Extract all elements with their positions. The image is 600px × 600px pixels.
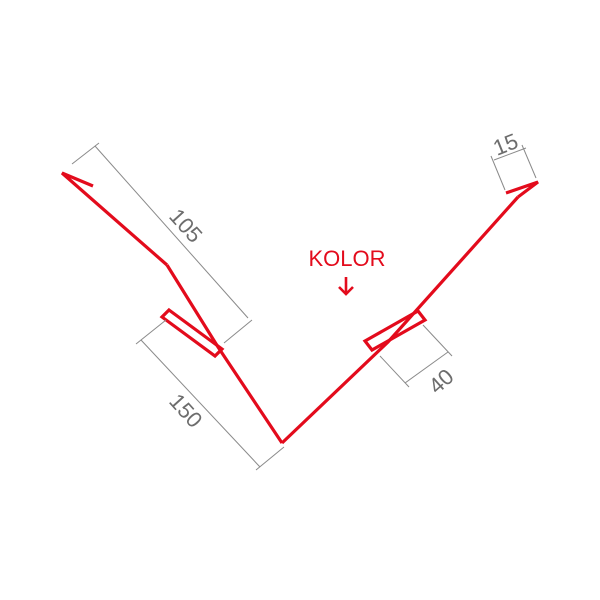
- dim-40-line: [404, 351, 449, 384]
- dim-40-label: 40: [424, 364, 459, 399]
- dim-105-ext-top: [71, 142, 100, 165]
- dim-15-line: [493, 147, 527, 161]
- left-hem: [60, 171, 169, 267]
- arrow-down-icon: [338, 277, 354, 296]
- dim-150-label: 150: [164, 389, 207, 433]
- dim-105-line: [94, 145, 249, 319]
- dim-40-ext-right: [422, 324, 453, 357]
- dim-15-label: 15: [490, 128, 522, 160]
- color-side-indicator: KOLOR: [308, 246, 386, 296]
- dim-150-ext-bottom: [255, 446, 285, 471]
- dim-15-ext-right: [521, 144, 537, 179]
- dimension-lines: [71, 142, 537, 471]
- dim-105-label: 105: [164, 204, 207, 248]
- color-side-label: KOLOR: [308, 246, 385, 271]
- dim-105-ext-bottom: [223, 319, 253, 344]
- right-fold-flap: [362, 308, 428, 353]
- dim-150-ext-top: [135, 319, 167, 345]
- dim-15-ext-left: [490, 155, 506, 191]
- left-arm: [165, 264, 284, 444]
- profile: [60, 171, 539, 445]
- dim-150-line: [140, 339, 261, 468]
- right-hem: [505, 180, 539, 199]
- dim-40-ext-left: [379, 355, 410, 388]
- left-fold-flap: [159, 307, 225, 359]
